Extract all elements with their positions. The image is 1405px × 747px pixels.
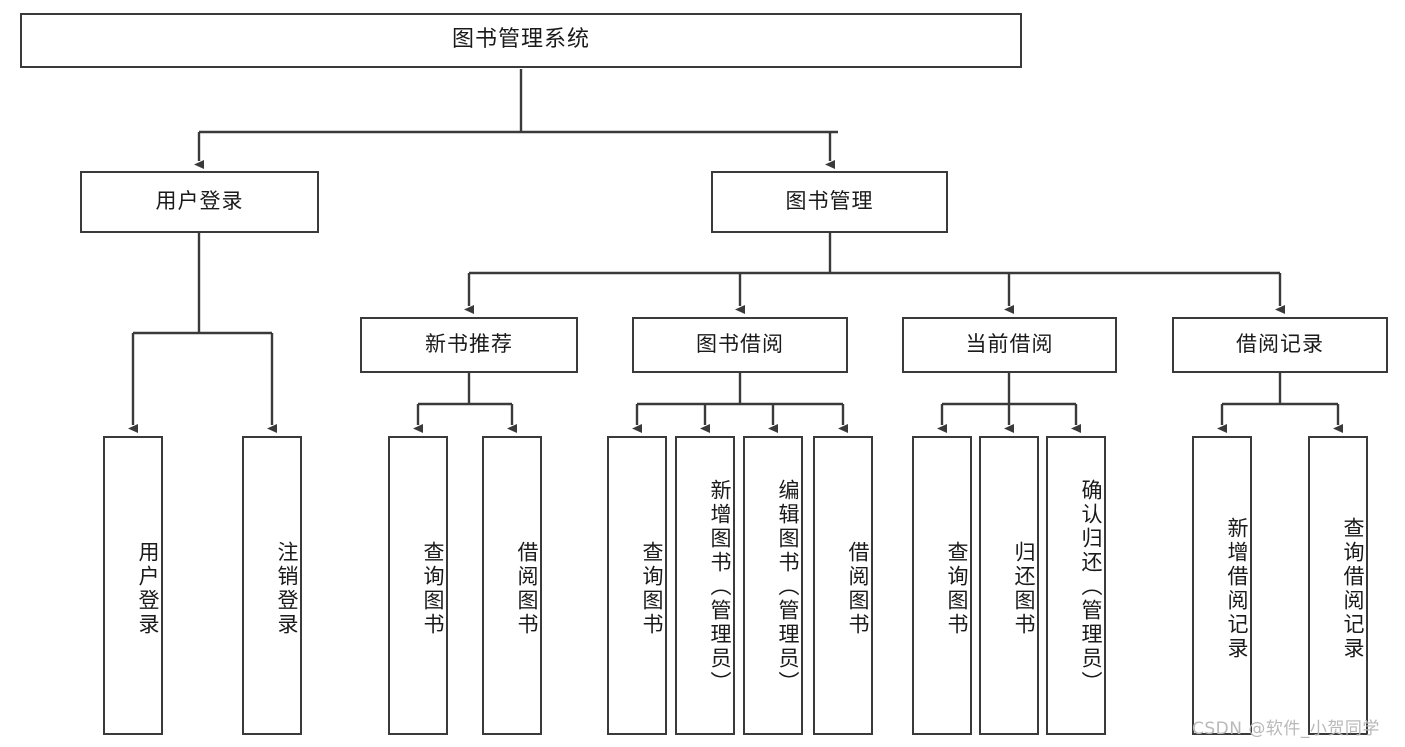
- node-new-book-recommend-label: 新书推荐: [425, 332, 513, 357]
- leaf-book-borrow-borrow-label: 借阅图书: [846, 540, 870, 637]
- node-new-book-recommend[interactable]: 新书推荐: [360, 317, 578, 373]
- leaf-current-borrow-return-label: 归还图书: [1012, 540, 1036, 637]
- leaf-user-login-login-label: 用户登录: [136, 540, 160, 637]
- node-borrow-record[interactable]: 借阅记录: [1172, 317, 1388, 373]
- leaf-book-borrow-edit[interactable]: 编辑图书（管理员）: [743, 436, 803, 735]
- leaf-borrow-record-query-label: 查询借阅记录: [1341, 516, 1365, 661]
- leaf-user-login-logout[interactable]: 注销登录: [242, 436, 302, 735]
- leaf-current-borrow-confirm-label: 确认归还（管理员）: [1079, 478, 1103, 695]
- node-book-management[interactable]: 图书管理: [711, 171, 948, 233]
- node-current-borrow[interactable]: 当前借阅: [902, 317, 1117, 373]
- node-root-label: 图书管理系统: [451, 27, 590, 53]
- leaf-current-borrow-return[interactable]: 归还图书: [979, 436, 1039, 735]
- leaf-borrow-record-add-label: 新增借阅记录: [1225, 516, 1249, 661]
- leaf-user-login-logout-label: 注销登录: [275, 540, 299, 637]
- node-user-login-label: 用户登录: [155, 189, 244, 214]
- leaf-borrow-record-add[interactable]: 新增借阅记录: [1192, 436, 1252, 735]
- node-root[interactable]: 图书管理系统: [20, 13, 1022, 68]
- node-book-borrow-label: 图书借阅: [696, 332, 784, 357]
- leaf-borrow-record-query[interactable]: 查询借阅记录: [1308, 436, 1368, 735]
- leaf-user-login-login[interactable]: 用户登录: [103, 436, 163, 735]
- leaf-book-borrow-query-label: 查询图书: [640, 540, 664, 637]
- node-book-management-label: 图书管理: [785, 189, 874, 214]
- leaf-new-book-query-label: 查询图书: [421, 540, 445, 637]
- node-book-borrow[interactable]: 图书借阅: [632, 317, 848, 373]
- leaf-book-borrow-borrow[interactable]: 借阅图书: [813, 436, 873, 735]
- node-borrow-record-label: 借阅记录: [1236, 332, 1324, 357]
- leaf-current-borrow-query-label: 查询图书: [945, 540, 969, 637]
- leaf-new-book-borrow-label: 借阅图书: [515, 540, 539, 637]
- leaf-book-borrow-add[interactable]: 新增图书（管理员）: [675, 436, 735, 735]
- leaf-new-book-borrow[interactable]: 借阅图书: [482, 436, 542, 735]
- leaf-current-borrow-confirm[interactable]: 确认归还（管理员）: [1046, 436, 1106, 735]
- leaf-new-book-query[interactable]: 查询图书: [388, 436, 448, 735]
- node-user-login[interactable]: 用户登录: [80, 171, 319, 233]
- leaf-book-borrow-query[interactable]: 查询图书: [607, 436, 667, 735]
- leaf-current-borrow-query[interactable]: 查询图书: [912, 436, 972, 735]
- node-current-borrow-label: 当前借阅: [965, 332, 1054, 357]
- leaf-book-borrow-add-label: 新增图书（管理员）: [708, 478, 732, 695]
- leaf-book-borrow-edit-label: 编辑图书（管理员）: [776, 478, 800, 695]
